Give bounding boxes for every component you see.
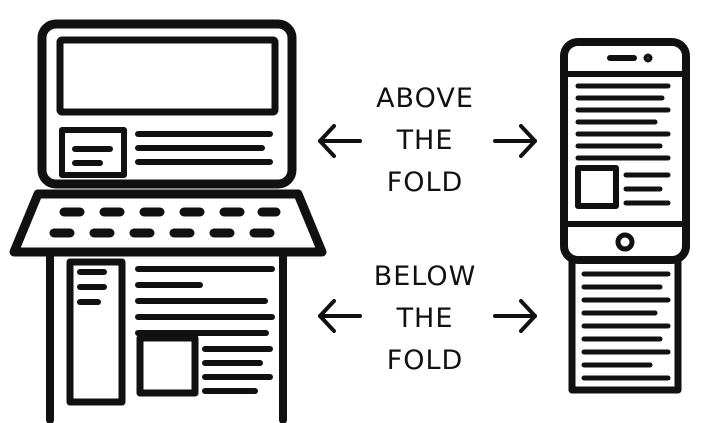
laptop-text-lines bbox=[138, 134, 270, 162]
desktop-text-lines bbox=[138, 269, 272, 391]
laptop-keyboard-deck bbox=[14, 194, 322, 252]
desktop-sidebar-lines bbox=[80, 272, 104, 302]
arrow-left-icon bbox=[320, 126, 360, 156]
desktop-page-below-fold bbox=[50, 252, 283, 420]
below-label-line-3: FOLD bbox=[355, 340, 495, 382]
arrow-right-icon bbox=[495, 301, 535, 331]
phone-camera bbox=[646, 56, 651, 61]
phone-text-lines bbox=[578, 86, 668, 203]
above-label-line-2: THE bbox=[355, 120, 495, 162]
above-label-line-3: FOLD bbox=[355, 162, 495, 204]
laptop-icon bbox=[14, 24, 322, 252]
desktop-sidebar bbox=[70, 262, 122, 402]
laptop-image-block bbox=[62, 130, 124, 175]
phone-home-button bbox=[618, 235, 632, 249]
below-label-line-1: BELOW bbox=[355, 256, 495, 298]
phone-image-block bbox=[578, 168, 616, 206]
below-label-line-2: THE bbox=[355, 298, 495, 340]
mobile-page-below-fold bbox=[572, 260, 678, 390]
below-the-fold-label: BELOW THE FOLD bbox=[355, 256, 495, 382]
above-label-line-1: ABOVE bbox=[355, 78, 495, 120]
smartphone-icon bbox=[564, 42, 686, 260]
desktop-image-block bbox=[140, 338, 195, 393]
arrow-left-icon bbox=[320, 301, 360, 331]
arrow-right-icon bbox=[495, 126, 535, 156]
mobile-text-lines bbox=[584, 274, 668, 378]
above-the-fold-label: ABOVE THE FOLD bbox=[355, 78, 495, 204]
laptop-image-lines bbox=[75, 149, 110, 163]
laptop-keys bbox=[54, 212, 276, 233]
laptop-hero-block bbox=[60, 40, 275, 112]
